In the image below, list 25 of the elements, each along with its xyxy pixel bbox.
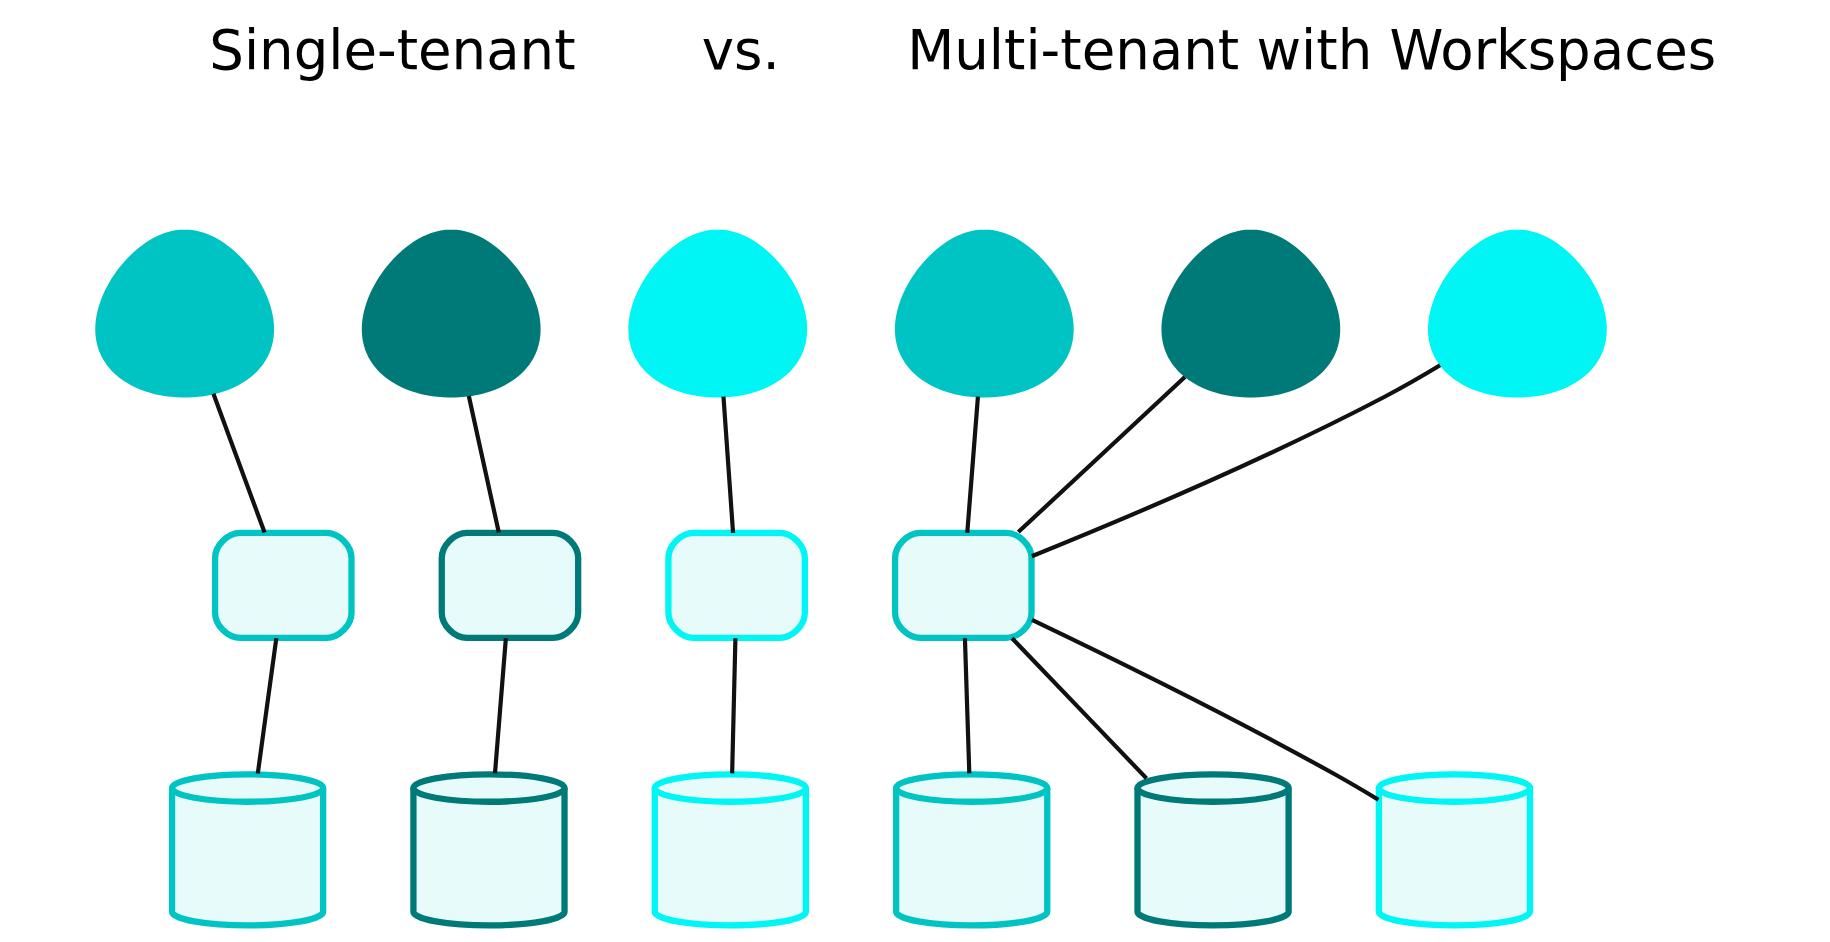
node-box [211,529,355,641]
connector [1030,363,1441,559]
connector [210,393,267,534]
node-person [894,229,1074,398]
connector [964,396,980,533]
label: vs. [701,17,780,82]
node-person [94,229,274,398]
node-person [361,229,541,398]
connector [1010,636,1148,780]
connector [255,638,278,774]
node-person [1160,229,1340,398]
connector [962,638,971,774]
connector [1030,617,1379,802]
connector [1016,375,1186,534]
node-person [1427,229,1607,398]
node-box [438,529,581,641]
label: Single-tenant [208,17,576,82]
connector [466,395,501,533]
node-box [664,529,808,641]
label: Multi-tenant with Workspaces [906,17,1716,82]
connector [720,396,735,533]
node-box [891,529,1035,641]
connector [729,638,737,774]
connector [492,638,508,774]
node-person [627,229,807,398]
